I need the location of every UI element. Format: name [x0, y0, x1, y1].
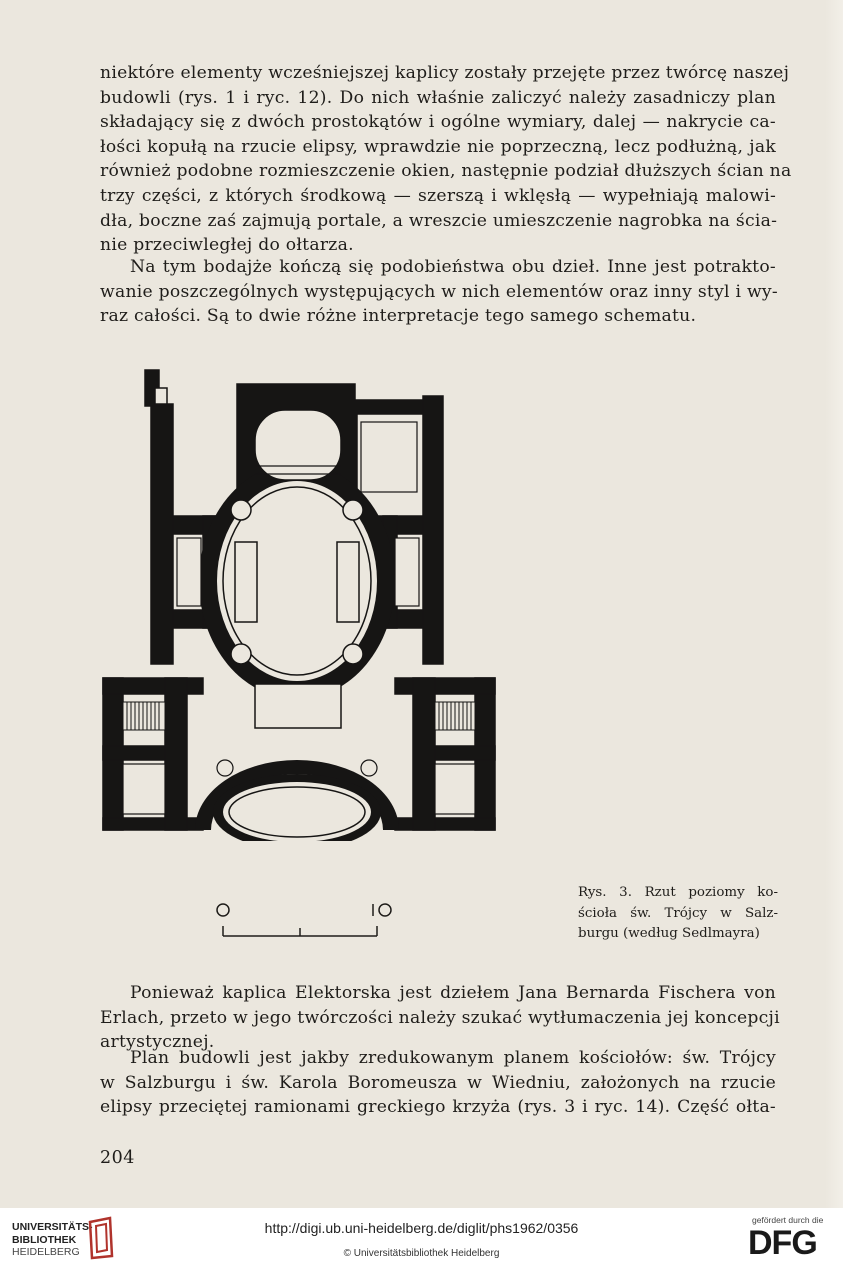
caption-line: ścioła św. Trójcy w Salz- [578, 905, 778, 921]
text-line: również podobne rozmieszczenie okien, na… [100, 161, 792, 182]
floor-plan-drawing [102, 369, 496, 841]
text-line: elipsy przeciętej ramionami greckiego kr… [100, 1097, 776, 1118]
library-name[interactable]: UNIVERSITÄTS- BIBLIOTHEK HEIDELBERG [12, 1221, 93, 1259]
text-line: niektóre elementy wcześniejszej kaplicy … [100, 63, 790, 83]
funder-note: gefördert durch die [752, 1215, 824, 1225]
text-line: wanie poszczególnych występujących w nic… [100, 281, 778, 302]
text-line: składający się z dwóch prostokątów i ogó… [100, 112, 776, 133]
text-line: nie przeciwległej do ołtarza. [100, 235, 354, 256]
copyright-notice: © Universitätsbibliothek Heidelberg [343, 1248, 500, 1259]
paragraph-3: Ponieważ kaplica Elektorska jest dziełem… [100, 981, 780, 1055]
library-crest-icon [88, 1216, 114, 1260]
text-line: dła, boczne zaś zajmują portale, a wresz… [100, 210, 778, 231]
scanned-page: niektóre elementy wcześniejszej kaplicy … [100, 0, 843, 1208]
text-line: Erlach, przeto w jego twórczości należy … [100, 1007, 780, 1028]
text-line: łości kopułą na rzucie elipsy, wprawdzie… [100, 136, 776, 157]
paragraph-1: niektóre elementy wcześniejszej kaplicy … [100, 61, 792, 258]
library-name-line: UNIVERSITÄTS- [12, 1221, 93, 1233]
library-name-line: HEIDELBERG [12, 1246, 80, 1258]
page-edge-shadow [825, 0, 843, 1208]
text-line: Na tym bodajże kończą się podobieństwa o… [130, 257, 776, 277]
text-line: artystycznej. [100, 1032, 215, 1053]
paragraph-4: Plan budowli jest jakby zredukowanym pla… [100, 1046, 776, 1120]
paragraph-2: Na tym bodajże kończą się podobieństwa o… [100, 255, 778, 329]
permalink-url[interactable]: http://digi.ub.uni-heidelberg.de/diglit/… [264, 1220, 579, 1236]
figure-caption: Rys. 3. Rzut poziomy ko- ścioła św. Trój… [578, 883, 778, 945]
text-line: trzy części, z których środkową — szersz… [100, 185, 776, 206]
text-line: budowli (rys. 1 i ryc. 12). Do nich właś… [100, 87, 776, 108]
caption-line: burgu (według Sedlmayra) [578, 926, 760, 941]
caption-line: Rys. 3. Rzut poziomy ko- [578, 885, 778, 900]
footer-bar [0, 1208, 843, 1269]
page-number: 204 [100, 1148, 135, 1168]
scale-label-zero: 0 [205, 896, 206, 897]
text-line: raz całości. Są to dwie różne interpreta… [100, 306, 697, 327]
text-line: w Salzburgu i św. Karola Boromeusza w Wi… [100, 1072, 776, 1093]
text-line: Plan budowli jest jakby zredukowanym pla… [130, 1048, 776, 1068]
library-name-line: BIBLIOTHEK [12, 1233, 77, 1246]
scale-label-ten: 10 [205, 896, 207, 897]
scale-bar: 0 10 [205, 896, 392, 937]
text-line: Ponieważ kaplica Elektorska jest dziełem… [130, 983, 776, 1003]
dfg-logo[interactable]: DFG [748, 1224, 818, 1262]
